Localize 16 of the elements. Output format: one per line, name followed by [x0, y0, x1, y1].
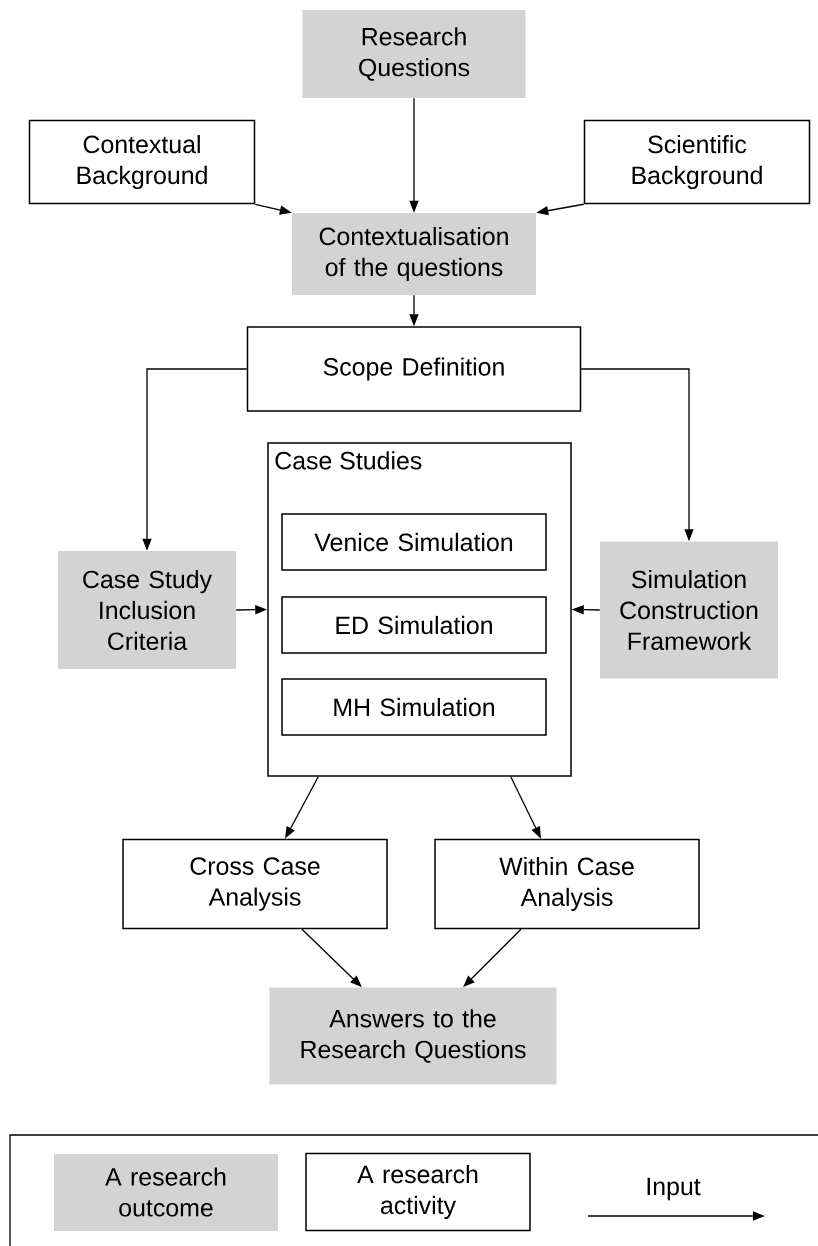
activity-box: Contextual Background — [28, 119, 256, 205]
activity-box: Venice Simulation — [281, 513, 547, 571]
outcome-box: Research Questions — [302, 10, 526, 98]
outcome-box: Answers to the Research Questions — [269, 987, 557, 1085]
activity-box: Within Case Analysis — [434, 838, 700, 930]
outcome-box: Case Study Inclusion Criteria — [58, 551, 236, 669]
outcome-box: Simulation Construction Framework — [600, 541, 778, 679]
activity-box: ED Simulation — [281, 596, 547, 654]
legend-text: Input — [647, 1177, 701, 1201]
activity-box: MH Simulation — [281, 678, 547, 736]
activity-box: Cross Case Analysis — [122, 838, 388, 930]
outcome-box: Contextualisation of the questions — [292, 213, 536, 295]
legend-text: A research outcome — [105, 1167, 226, 1217]
legend-box: A research activity — [305, 1152, 531, 1232]
activity-box: Scope Definition — [246, 326, 582, 412]
activity-box: Scientific Background — [583, 119, 811, 205]
